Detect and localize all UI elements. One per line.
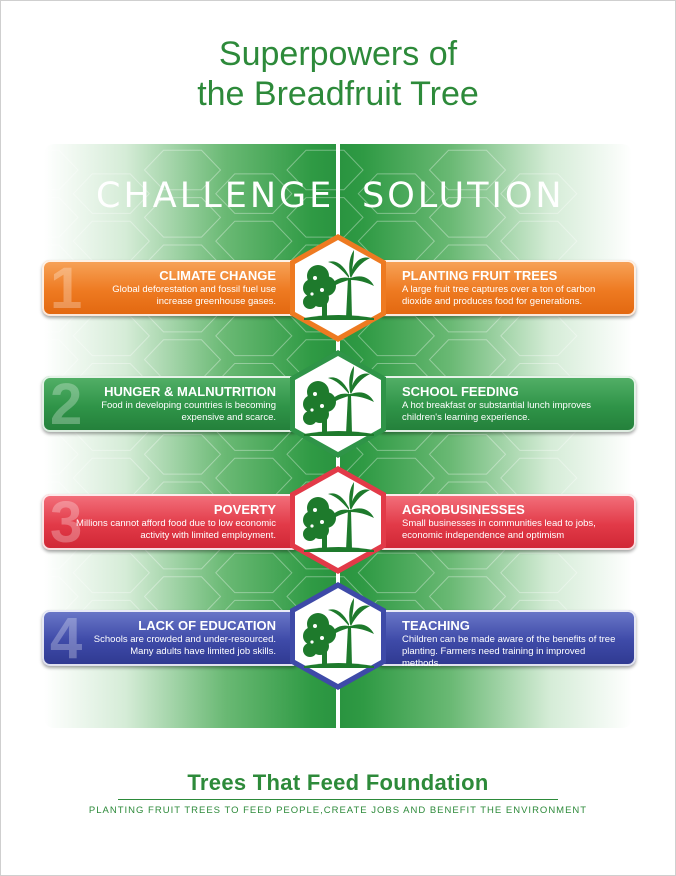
row-number: 4 [50, 606, 83, 671]
challenge-description: Food in developing countries is becoming… [101, 400, 276, 423]
solution-description: Children can be made aware of the benefi… [402, 634, 616, 669]
solution-row-3: AGROBUSINESSES Small businesses in commu… [376, 494, 636, 550]
challenge-title: CLIMATE CHANGE [159, 268, 276, 283]
challenge-row-4: 4 LACK OF EDUCATION Schools are crowded … [42, 606, 300, 671]
footer-divider [118, 799, 558, 800]
solution-title: TEACHING [402, 618, 470, 633]
row-number: 3 [50, 490, 83, 555]
challenge-description: Global deforestation and fossil fuel use… [112, 284, 276, 307]
breadfruit-tree-icon [290, 234, 386, 342]
breadfruit-tree-icon [290, 582, 386, 690]
row-number: 1 [50, 256, 83, 321]
challenge-row-3: 3 POVERTY Millions cannot afford food du… [42, 490, 300, 555]
challenge-row-1: 1 CLIMATE CHANGE Global deforestation an… [42, 256, 300, 321]
challenge-row-2: 2 HUNGER & MALNUTRITION Food in developi… [42, 372, 300, 437]
breadfruit-tree-icon [290, 466, 386, 574]
solution-title: PLANTING FRUIT TREES [402, 268, 558, 283]
row-number: 2 [50, 372, 83, 437]
breadfruit-tree-icon [290, 350, 386, 458]
challenge-title: POVERTY [213, 502, 276, 517]
page-title-line-2: the Breadfruit Tree [197, 75, 479, 113]
foundation-name: Trees That Feed Foundation [187, 770, 489, 795]
challenge-description: Millions cannot afford food due to low e… [76, 518, 276, 541]
solution-title: SCHOOL FEEDING [402, 384, 519, 399]
challenge-description: Schools are crowded and under-resourced.… [93, 634, 276, 657]
solution-row-1: PLANTING FRUIT TREES A large fruit tree … [376, 260, 636, 316]
solution-heading: SOLUTION [362, 176, 565, 216]
foundation-tagline: PLANTING FRUIT TREES TO FEED PEOPLE,CREA… [88, 805, 588, 816]
challenge-heading: CHALLENGE [96, 176, 335, 216]
solution-row-4: TEACHING Children can be made aware of t… [376, 610, 636, 669]
solution-row-2: SCHOOL FEEDING A hot breakfast or substa… [376, 376, 636, 432]
solution-description: A hot breakfast or substantial lunch imp… [402, 400, 592, 423]
challenge-title: HUNGER & MALNUTRITION [104, 384, 276, 399]
challenge-title: LACK OF EDUCATION [138, 618, 276, 633]
solution-description: Small businesses in communities lead to … [402, 518, 596, 541]
solution-title: AGROBUSINESSES [402, 502, 525, 517]
page-title-line-1: Superpowers of [218, 35, 458, 73]
solution-description: A large fruit tree captures over a ton o… [402, 284, 596, 307]
